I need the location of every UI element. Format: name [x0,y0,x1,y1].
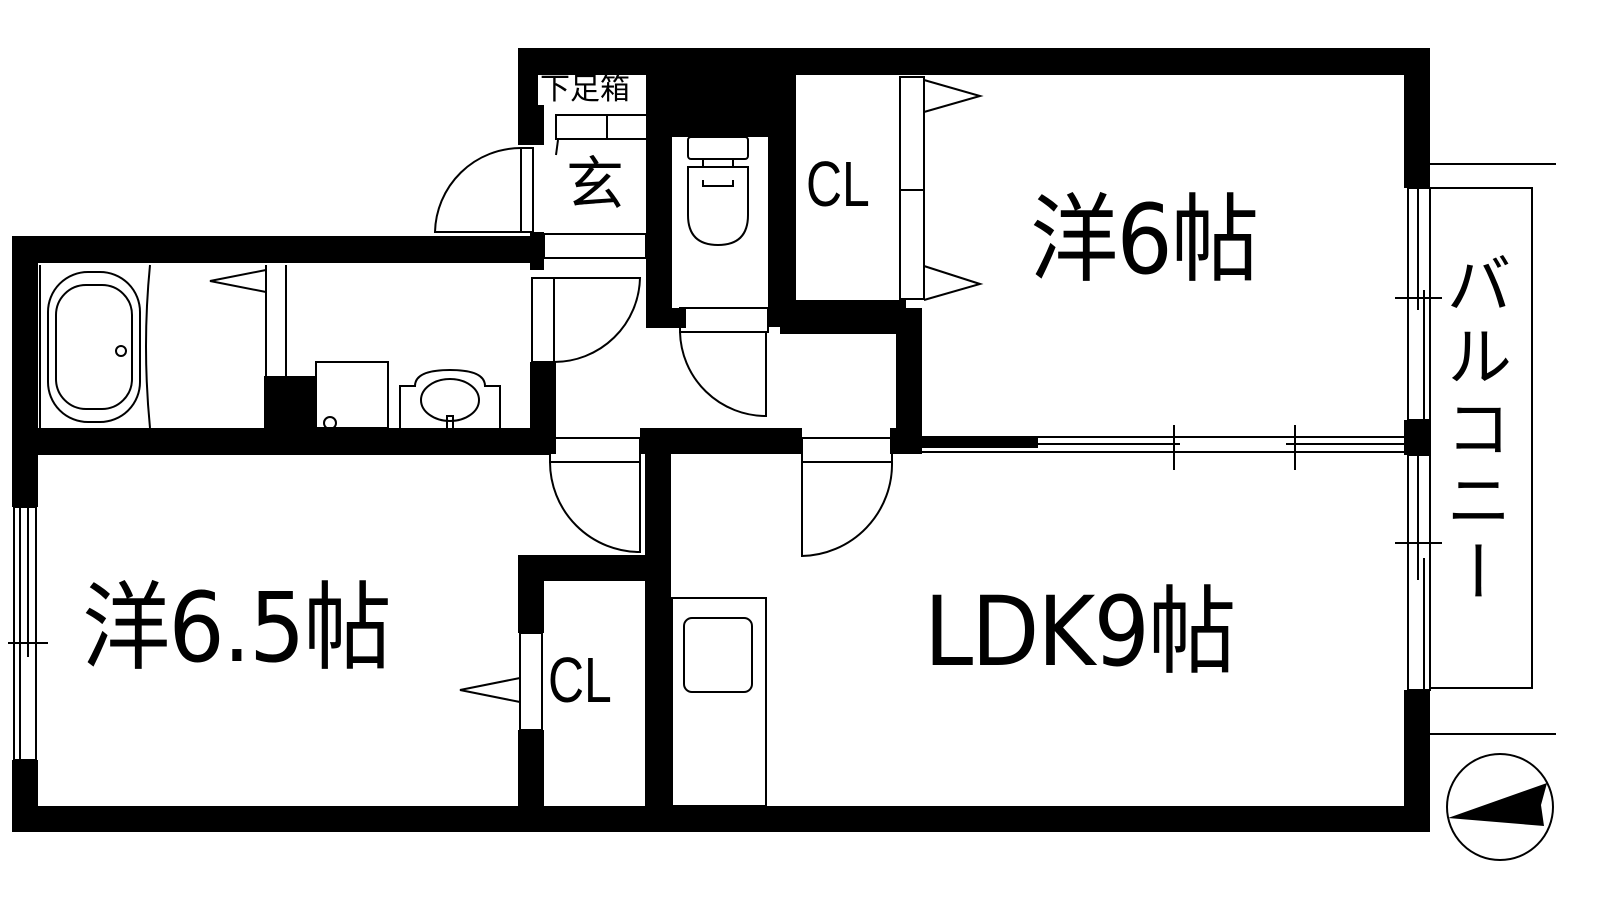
sliding-partition-icon [922,425,1404,470]
closet-lower-label: CL [548,644,612,716]
washbasin-icon [399,368,501,431]
shoe-box-icon [555,114,659,156]
balcony-windows-icon [1395,187,1442,691]
bathtub-icon [39,264,151,429]
balcony-outline [1429,163,1556,735]
closet-lower-doors-icon [459,632,543,731]
entrance-door-icon [433,147,647,259]
western-6-5-window-icon [8,506,48,761]
washing-machine-icon [315,361,389,430]
shoe-box-label: 下足箱 [538,72,632,107]
door-to-ldk-icon [801,437,894,558]
entrance-inner-door-icon [531,277,642,363]
closet-upper-label: CL [806,148,870,220]
door-to-western-6-5-icon [549,437,641,554]
closet-upper-doors-icon [899,76,984,301]
toilet-icon [687,136,749,247]
balcony-label: バルコニー [1435,250,1512,610]
compass-icon [1446,753,1554,861]
bathroom-door-icon [209,265,287,376]
walls [12,48,1430,832]
toilet-door-icon [679,307,769,418]
room-western-6-5-label: 洋6.5帖 [82,572,392,684]
kitchen-sink-icon [671,597,767,807]
room-western-6-label: 洋6帖 [1030,184,1259,296]
room-ldk-9-label: LDK9帖 [924,576,1236,688]
entrance-label: 玄 [566,150,625,218]
